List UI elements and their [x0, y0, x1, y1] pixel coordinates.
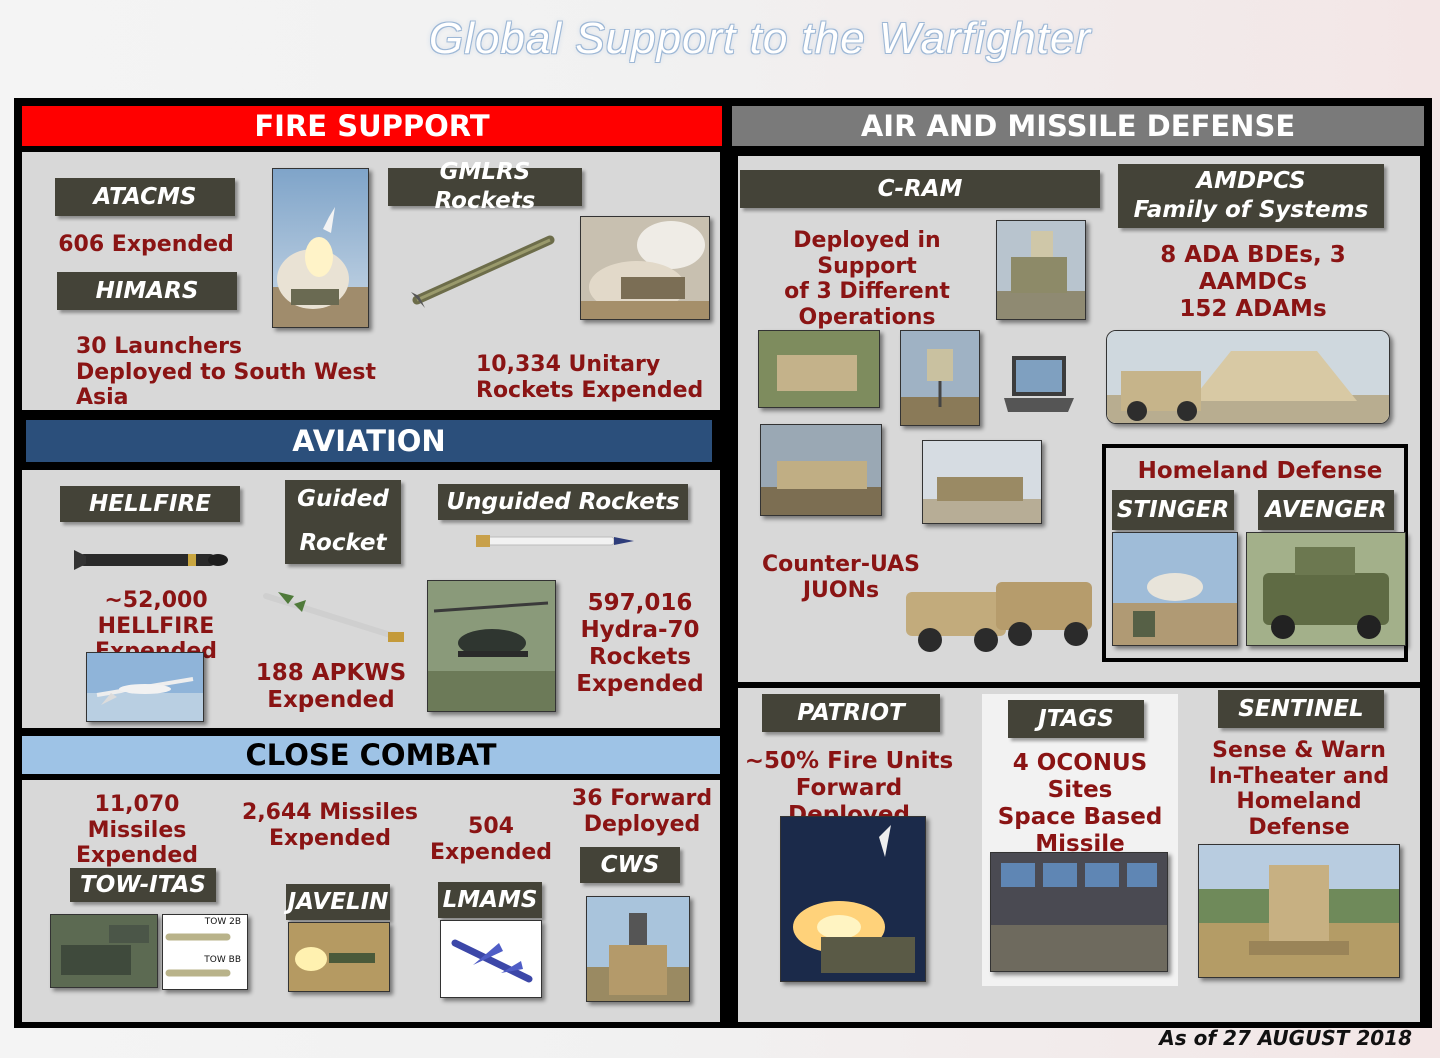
atacms-label: ATACMS: [55, 178, 235, 216]
stinger-label: STINGER: [1112, 490, 1234, 530]
cram-stat: Deployed in Support of 3 Different Opera…: [784, 228, 950, 331]
javelin-label: JAVELIN: [286, 884, 390, 920]
aviation-header: AVIATION: [26, 420, 712, 462]
hellfire-missile-image: [70, 546, 230, 574]
patriot-launch-photo: [780, 816, 926, 982]
cram-laptop-image: [1002, 354, 1074, 416]
cram-radar-photo: [900, 330, 980, 426]
lmams-drone-photo: [440, 920, 542, 998]
javelin-photo: [288, 922, 390, 992]
apkws-rocket-image: [258, 588, 410, 646]
cws-tower-photo: [586, 896, 690, 1002]
amdpcs-label: AMDPCS Family of Systems: [1118, 164, 1384, 228]
tow-missiles-photo: TOW 2B TOW BB: [162, 914, 248, 990]
guided-rocket-label: Guided Rocket: [285, 480, 401, 564]
cws-stat: 36 Forward Deployed: [571, 786, 713, 837]
avenger-label: AVENGER: [1258, 490, 1394, 530]
sentinel-radar-photo: [1198, 844, 1400, 978]
close-combat-header: CLOSE COMBAT: [22, 736, 720, 774]
himars-stat: 30 Launchers Deployed to South West Asia: [76, 334, 377, 411]
predator-drone-photo: [86, 652, 204, 722]
jtags-operations-photo: [990, 852, 1168, 972]
sentinel-label: SENTINEL: [1218, 690, 1384, 728]
gmlrs-rocket-image: [405, 230, 555, 310]
cram-vehicle-photo-1: [758, 330, 880, 408]
atacms-launch-photo: [272, 168, 369, 328]
amdpcs-stat: 8 ADA BDEs, 3 AAMDCs 152 ADAMs: [1160, 242, 1346, 322]
atacms-stat: 606 Expended: [58, 232, 234, 257]
lmams-stat: 504 Expended: [430, 814, 552, 865]
as-of-date: As of 27 AUGUST 2018: [1159, 1026, 1412, 1050]
avenger-photo: [1246, 532, 1406, 646]
himars-label: HIMARS: [57, 272, 237, 310]
gmlrs-launch-photo: [580, 216, 710, 320]
amdpcs-photo: [1106, 330, 1390, 424]
cram-vehicle-photo-2: [760, 424, 882, 516]
tow-stat: 11,070 Missiles Expended: [76, 792, 198, 869]
gmlrs-label: GMLRS Rockets: [388, 159, 582, 214]
sentinel-stat: Sense & Warn In-Theater and Homeland Def…: [1208, 738, 1390, 841]
cws-label: CWS: [580, 847, 680, 883]
javelin-stat: 2,644 Missiles Expended: [242, 800, 418, 851]
hellfire-label: HELLFIRE: [60, 486, 240, 522]
apache-helicopter-photo: [427, 580, 556, 712]
patriot-label: PATRIOT: [762, 694, 940, 732]
cram-label: C-RAM: [740, 170, 1100, 208]
tow-itas-label: TOW-ITAS: [70, 868, 216, 902]
amd-header: AIR AND MISSILE DEFENSE: [732, 106, 1424, 146]
apkws-stat: 188 APKWS Expended: [255, 660, 407, 713]
gmlrs-stat: 10,334 Unitary Rockets Expended: [476, 352, 704, 403]
fire-support-header: FIRE SUPPORT: [22, 106, 722, 146]
counter-uas-vehicles-image: [900, 562, 1100, 654]
tow-bb-caption: TOW BB: [204, 955, 241, 965]
hydra-stat: 597,016 Hydra-70 Rockets Expended: [576, 590, 704, 697]
atacms-launch-image: [273, 169, 368, 327]
unguided-rockets-label: Unguided Rockets: [438, 484, 688, 520]
cram-radar-truck-photo: [996, 220, 1086, 320]
jtags-label: JTAGS: [1008, 700, 1144, 738]
lmams-label: LMAMS: [438, 882, 542, 918]
hydra-rocket-image: [470, 530, 638, 552]
homeland-defense-title: Homeland Defense: [1137, 458, 1383, 484]
page-title: Global Support to the Warfighter: [428, 14, 1092, 63]
tow-itas-photo: [50, 914, 158, 988]
cram-trailer-photo: [922, 440, 1042, 524]
counter-uas-stat: Counter-UAS JUONs: [761, 552, 921, 603]
tow-2b-caption: TOW 2B: [204, 917, 241, 927]
stinger-photo: [1112, 532, 1238, 646]
